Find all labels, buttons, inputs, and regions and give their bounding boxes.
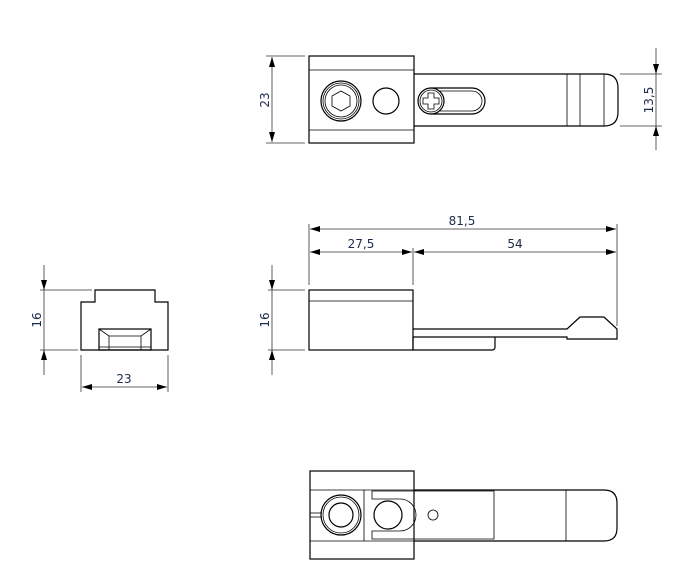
phillips-screw-icon — [417, 87, 445, 115]
dimension-label-block-length: 27,5 — [348, 237, 375, 251]
hole-icon — [372, 87, 400, 115]
screw-icon — [320, 494, 362, 536]
slot-plate — [371, 490, 495, 540]
arm — [414, 73, 619, 127]
bottom-view — [309, 470, 618, 560]
clamp-block — [308, 289, 414, 351]
arm — [413, 316, 618, 340]
slot — [431, 87, 486, 115]
dimension-label-height: 16 — [258, 312, 272, 327]
dimension-label-arm-width: 13,5 — [642, 87, 656, 114]
side-view: 81,5 27,5 54 16 — [258, 214, 618, 375]
nut-icon — [98, 328, 152, 351]
profile — [80, 289, 169, 351]
arm-plate — [412, 337, 496, 351]
top-view: 23 13,5 — [258, 48, 662, 150]
front-view: 16 23 — [30, 265, 169, 392]
clamp-block — [308, 55, 415, 144]
dimension-label-height: 23 — [258, 92, 272, 107]
arm — [414, 489, 618, 542]
clamp-block — [309, 470, 415, 560]
dimension-label-total-length: 81,5 — [449, 214, 476, 228]
socket-screw-icon — [320, 80, 362, 122]
dimension-label-arm-length: 54 — [507, 237, 522, 251]
dimension-label-height: 16 — [30, 312, 44, 327]
dimension-label-width: 23 — [116, 372, 131, 386]
pin-hole-icon — [427, 509, 439, 521]
hole-icon — [373, 500, 403, 530]
